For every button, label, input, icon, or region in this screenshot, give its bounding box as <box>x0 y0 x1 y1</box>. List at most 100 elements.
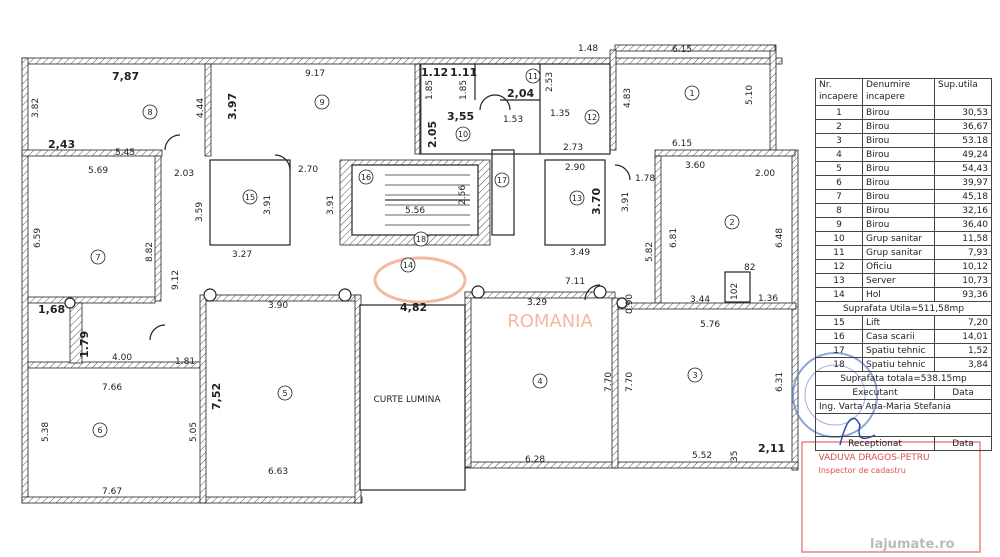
svg-text:2.73: 2.73 <box>563 143 583 153</box>
svg-text:6.48: 6.48 <box>775 228 785 248</box>
date-label: Data <box>934 385 992 400</box>
svg-text:3.97: 3.97 <box>226 93 239 120</box>
svg-text:2.53: 2.53 <box>545 72 555 92</box>
svg-text:10: 10 <box>458 130 468 139</box>
svg-text:9.17: 9.17 <box>305 69 325 79</box>
room-marker: 5 <box>277 385 293 401</box>
svg-text:1,68: 1,68 <box>38 303 65 316</box>
svg-text:7,52: 7,52 <box>210 383 223 410</box>
room-area: 3,84 <box>934 357 992 372</box>
room-marker: 10 <box>455 126 471 142</box>
svg-text:7.70: 7.70 <box>625 372 635 392</box>
svg-text:8: 8 <box>147 108 152 117</box>
svg-text:1.85: 1.85 <box>459 80 469 100</box>
svg-text:2.90: 2.90 <box>565 163 585 173</box>
room-number: 16 <box>815 329 863 344</box>
svg-text:4.44: 4.44 <box>196 98 206 118</box>
room-number: 2 <box>815 119 863 134</box>
watermark-logo <box>373 256 467 304</box>
receptionat-date-label: Data <box>934 436 992 451</box>
room-marker: 3 <box>687 367 703 383</box>
room-number: 15 <box>815 315 863 330</box>
room-name: Birou <box>862 133 935 148</box>
svg-text:5.56: 5.56 <box>405 206 425 216</box>
room-marker: 12 <box>584 109 600 125</box>
room-area: 45,18 <box>934 189 992 204</box>
svg-text:7: 7 <box>95 253 100 262</box>
svg-text:3.91: 3.91 <box>621 192 631 212</box>
room-marker: 1 <box>684 85 700 101</box>
svg-text:17: 17 <box>497 176 507 185</box>
header-area: Sup.utila <box>934 78 992 106</box>
svg-text:3.70: 3.70 <box>590 188 603 215</box>
svg-text:15: 15 <box>245 193 255 202</box>
room-name: Grup sanitar <box>862 231 935 246</box>
svg-text:6.59: 6.59 <box>33 228 43 248</box>
executant-label: Executant <box>815 385 935 400</box>
room-name: Lift <box>862 315 935 330</box>
svg-text:9: 9 <box>319 98 324 107</box>
svg-text:7.66: 7.66 <box>102 383 122 393</box>
room-number: 11 <box>815 245 863 260</box>
svg-text:82: 82 <box>744 263 755 273</box>
svg-text:6.31: 6.31 <box>775 372 785 392</box>
room-number: 10 <box>815 231 863 246</box>
svg-text:5.52: 5.52 <box>692 451 712 461</box>
svg-text:3.91: 3.91 <box>326 195 336 215</box>
inspector-name: VADUVA DRAGOS-PETRU <box>818 452 930 463</box>
svg-text:3.27: 3.27 <box>232 250 252 260</box>
room-number: 14 <box>815 287 863 302</box>
walls <box>21 44 799 504</box>
room-area: 10,12 <box>934 259 992 274</box>
inspector-title: Inspector de cadastru <box>818 465 906 475</box>
svg-text:5.38: 5.38 <box>41 422 51 442</box>
svg-text:5.45: 5.45 <box>115 148 135 158</box>
subtotal: Suprafata Utila=511,58mp <box>815 301 992 316</box>
svg-text:3.29: 3.29 <box>527 298 547 308</box>
room-name: Birou <box>862 217 935 232</box>
svg-text:1.12: 1.12 <box>421 66 448 79</box>
room-marker: 16 <box>358 169 374 185</box>
svg-text:4.00: 4.00 <box>112 353 132 363</box>
room-name: Birou <box>862 105 935 120</box>
svg-text:2.05: 2.05 <box>426 121 439 148</box>
svg-text:3.49: 3.49 <box>570 248 590 258</box>
room-area: 93,36 <box>934 287 992 302</box>
svg-text:6.15: 6.15 <box>672 45 692 55</box>
room-marker: 17 <box>494 172 510 188</box>
svg-text:35: 35 <box>730 451 740 462</box>
svg-text:6: 6 <box>97 426 102 435</box>
room-number: 5 <box>815 161 863 176</box>
room-area: 53.18 <box>934 133 992 148</box>
room-marker: 6 <box>92 422 108 438</box>
room-name: Birou <box>862 147 935 162</box>
svg-text:16: 16 <box>361 173 371 182</box>
room-marker: 15 <box>242 189 258 205</box>
room-name: Birou <box>862 119 935 134</box>
room-name: Spatiu tehnic <box>862 357 935 372</box>
svg-text:2.70: 2.70 <box>298 165 318 175</box>
room-marker: 18 <box>413 231 429 247</box>
room-marker: 13 <box>569 190 585 206</box>
room-markers: 1 2 3 4 5 6 7 8 9 10 11 12 13 14 15 16 1… <box>90 68 740 438</box>
room-marker: 11 <box>525 68 541 84</box>
room-area: 32,16 <box>934 203 992 218</box>
svg-text:5.10: 5.10 <box>745 85 755 105</box>
room-marker: 9 <box>314 94 330 110</box>
room-area: 36,40 <box>934 217 992 232</box>
svg-text:3.90: 3.90 <box>268 301 288 311</box>
room-area: 30,53 <box>934 105 992 120</box>
svg-text:2.56: 2.56 <box>458 185 468 205</box>
svg-text:2,43: 2,43 <box>48 138 75 151</box>
room-name: Casa scarii <box>862 329 935 344</box>
svg-text:3.82: 3.82 <box>31 98 41 118</box>
